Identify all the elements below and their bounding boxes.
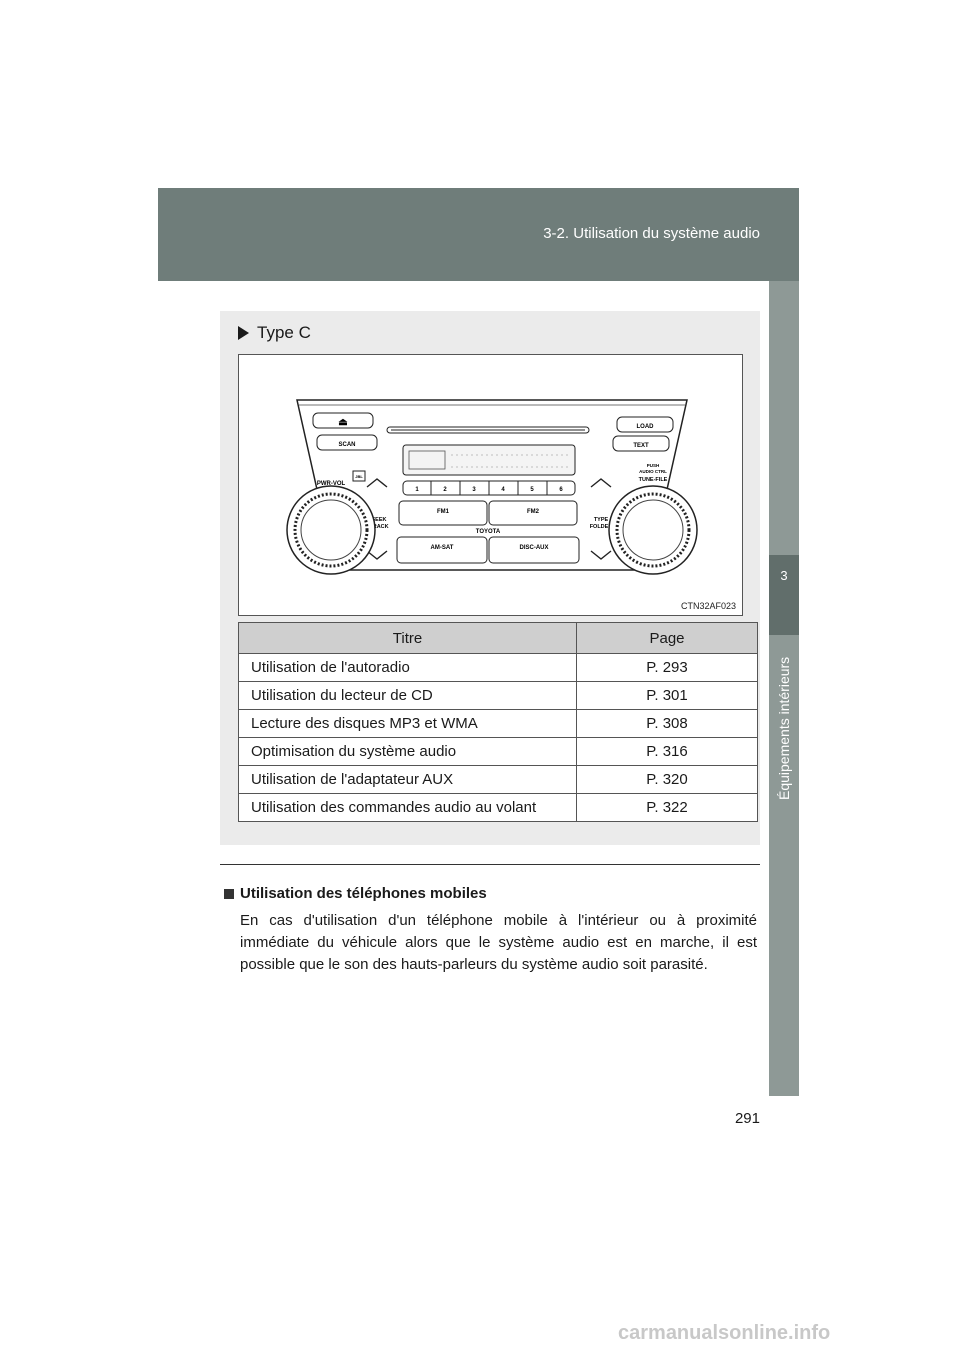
row-page: P. 301 — [576, 681, 758, 710]
row-title: Utilisation de l'autoradio — [238, 653, 577, 682]
svg-text:PWR-VOL: PWR-VOL — [317, 481, 346, 487]
tune-knob[interactable] — [608, 485, 698, 575]
type-label: Type C — [257, 323, 311, 342]
svg-text:SEEK: SEEK — [372, 517, 387, 523]
section-title: 3-2. Utilisation du système audio — [543, 225, 760, 242]
svg-text:3: 3 — [472, 487, 476, 493]
svg-text:1: 1 — [415, 487, 419, 493]
svg-text:DISC-AUX: DISC-AUX — [519, 545, 548, 551]
svg-text:FM2: FM2 — [527, 509, 540, 515]
svg-text:LOAD: LOAD — [637, 424, 655, 430]
side-tab — [769, 281, 799, 1096]
radio-display — [402, 444, 576, 476]
text-button[interactable] — [612, 435, 670, 452]
side-tab-label: Équipements intérieurs — [776, 656, 792, 800]
fm1-button[interactable] — [398, 500, 488, 526]
reference-table: Titre Page Utilisation de l'autoradio P.… — [238, 622, 758, 822]
row-title: Optimisation du système audio — [238, 737, 577, 766]
svg-text:6: 6 — [559, 487, 563, 493]
header-band: 3-2. Utilisation du système audio — [158, 188, 799, 281]
row-page: P. 320 — [576, 765, 758, 794]
svg-text:FOLDER: FOLDER — [590, 524, 613, 530]
row-title: Utilisation de l'adaptateur AUX — [238, 765, 577, 794]
svg-text:5: 5 — [530, 487, 534, 493]
table-header-row: Titre Page — [238, 622, 758, 654]
svg-text:TEXT: TEXT — [633, 443, 649, 449]
table-row: Lecture des disques MP3 et WMA P. 308 — [238, 709, 758, 738]
table-row: Utilisation des commandes audio au volan… — [238, 793, 758, 822]
row-title: Lecture des disques MP3 et WMA — [238, 709, 577, 738]
section-divider — [220, 864, 760, 865]
row-page: P. 322 — [576, 793, 758, 822]
svg-text:AUDIO CTRL: AUDIO CTRL — [639, 469, 667, 474]
table-row: Utilisation de l'adaptateur AUX P. 320 — [238, 765, 758, 794]
page-number: 291 — [734, 1110, 760, 1127]
svg-text:AM-SAT: AM-SAT — [431, 545, 454, 551]
radio-illustration: ⏏ SCAN LOAD TEXT 1 2 3 — [286, 399, 698, 575]
svg-text:TYPE: TYPE — [594, 517, 609, 523]
svg-text:TRACK: TRACK — [369, 524, 388, 530]
row-title: Utilisation du lecteur de CD — [238, 681, 577, 710]
svg-text:FM1: FM1 — [437, 509, 450, 515]
arrow-icon — [238, 326, 249, 340]
eject-button[interactable] — [312, 412, 374, 429]
svg-text:JBL: JBL — [355, 474, 363, 479]
svg-text:⏏: ⏏ — [338, 417, 348, 428]
load-button[interactable] — [616, 416, 674, 433]
fm2-button[interactable] — [488, 500, 578, 526]
brand-logo: TOYOTA — [476, 529, 501, 535]
svg-text:TUNE-FILE: TUNE-FILE — [639, 477, 668, 483]
svg-text:PUSH: PUSH — [647, 463, 660, 468]
svg-text:SCAN: SCAN — [338, 442, 355, 448]
table-row: Utilisation de l'autoradio P. 293 — [238, 653, 758, 682]
scan-button[interactable] — [316, 434, 378, 451]
volume-knob[interactable] — [286, 485, 376, 575]
row-page: P. 308 — [576, 709, 758, 738]
note-title: Utilisation des téléphones mobiles — [240, 885, 487, 902]
side-tab-number-block — [769, 555, 799, 635]
watermark: carmanualsonline.info — [618, 1322, 831, 1344]
am-sat-button[interactable] — [396, 536, 488, 564]
note-heading: Utilisation des téléphones mobiles — [224, 885, 487, 902]
svg-text:4: 4 — [501, 487, 505, 493]
table-row: Utilisation du lecteur de CD P. 301 — [238, 681, 758, 710]
row-page: P. 293 — [576, 653, 758, 682]
preset-buttons: 1 2 3 4 5 6 — [402, 480, 576, 496]
table-row: Optimisation du système audio P. 316 — [238, 737, 758, 766]
row-page: P. 316 — [576, 737, 758, 766]
type-heading: Type C — [238, 323, 311, 343]
column-header-page: Page — [576, 622, 758, 654]
row-title: Utilisation des commandes audio au volan… — [238, 793, 577, 822]
figure-code: CTN32AF023 — [680, 601, 736, 611]
disc-aux-button[interactable] — [488, 536, 580, 564]
note-body: En cas d'utilisation d'un téléphone mobi… — [240, 912, 757, 973]
svg-text:2: 2 — [443, 487, 447, 493]
type-c-panel: Type C ⏏ SCAN LOAD TEXT — [220, 311, 760, 845]
radio-figure: ⏏ SCAN LOAD TEXT 1 2 3 — [238, 354, 743, 616]
side-tab-number: 3 — [780, 568, 788, 583]
square-bullet-icon — [224, 888, 234, 899]
column-header-title: Titre — [238, 622, 577, 654]
